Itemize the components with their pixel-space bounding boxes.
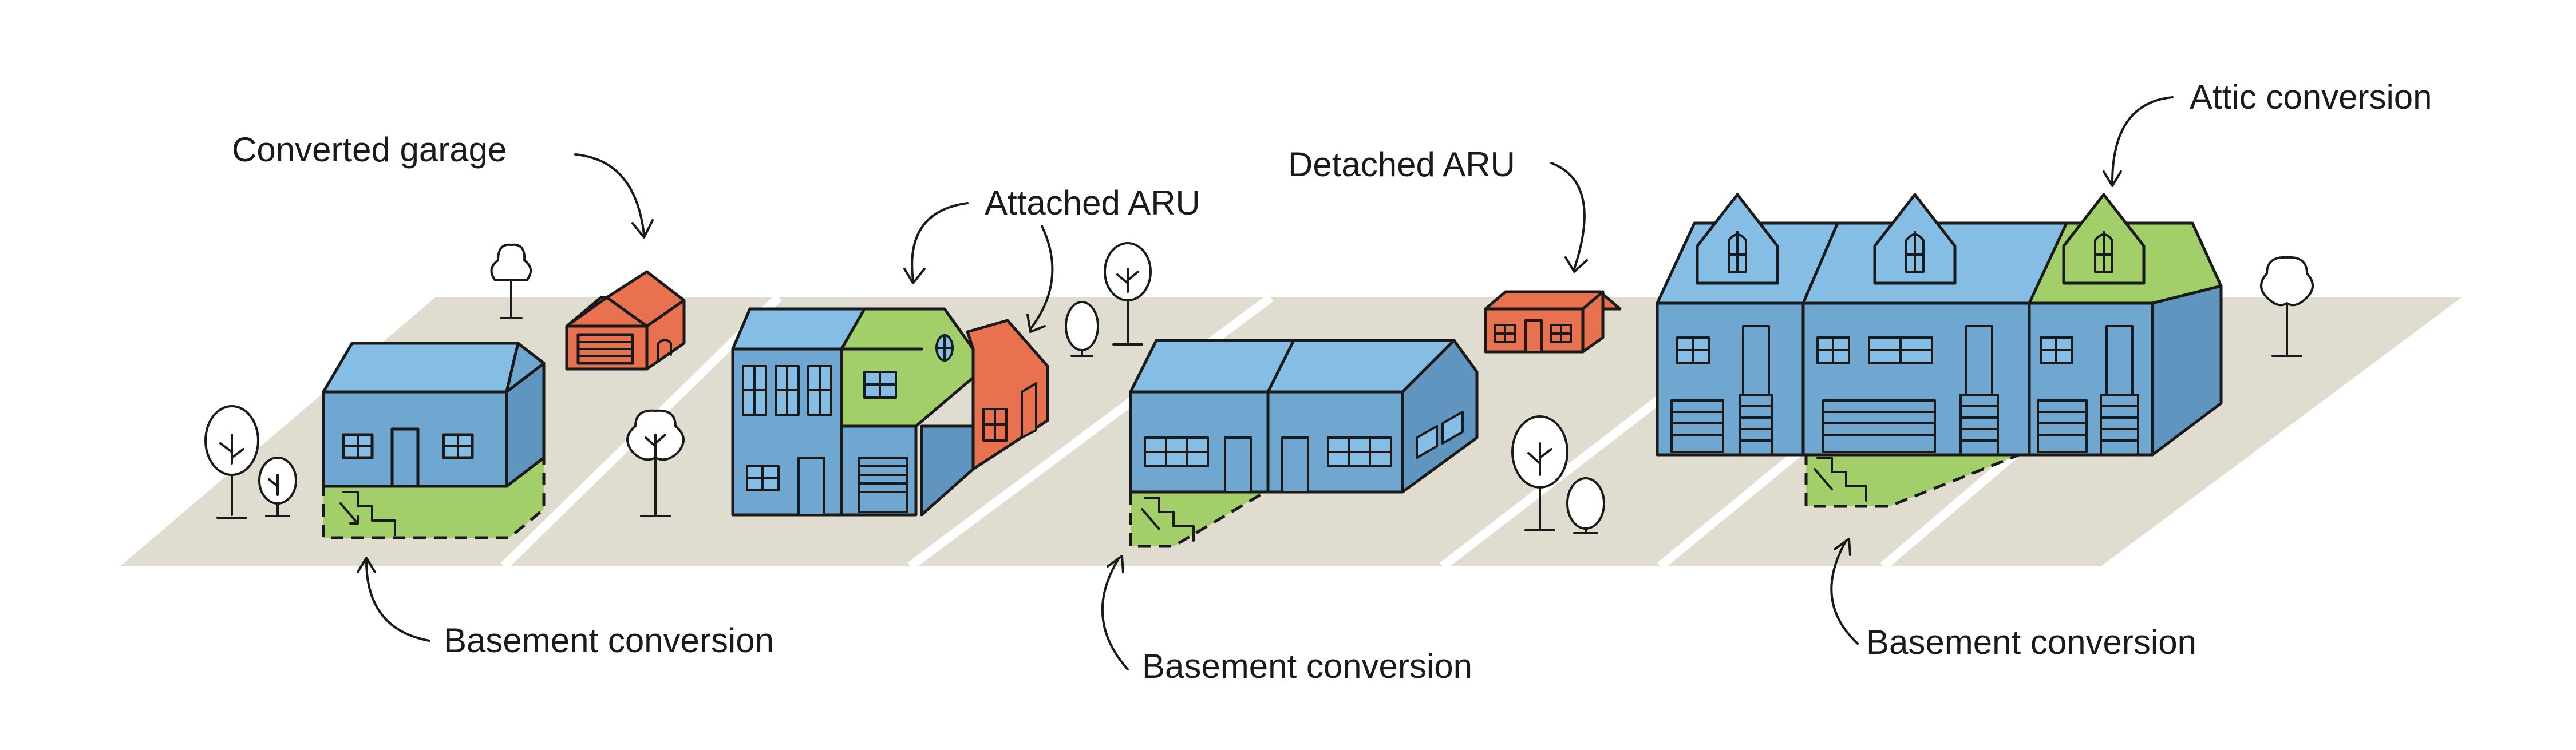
tree-icon [258, 457, 297, 517]
label-basement-conversion-1: Basement conversion [444, 621, 774, 660]
curved-arrow-icon [574, 153, 654, 239]
curved-arrow-icon [357, 557, 430, 642]
curved-arrow-icon [1101, 555, 1129, 670]
curved-arrow-icon [2103, 96, 2174, 187]
label-basement-conversion-3: Basement conversion [1866, 623, 2196, 661]
tree-icon [2260, 256, 2314, 357]
stairs-icon [339, 491, 396, 536]
label-attic-conversion: Attic conversion [2190, 78, 2432, 116]
tree-icon [204, 405, 259, 519]
stairs-icon [1814, 457, 1867, 502]
tree-icon [1065, 301, 1099, 357]
label-converted-garage: Converted garage [232, 130, 507, 169]
label-detached-aru: Detached ARU [1288, 145, 1515, 184]
tree-icon [626, 409, 685, 517]
curved-arrow-icon [903, 202, 1054, 333]
house-3 [1129, 339, 1479, 548]
converted-garage [565, 270, 686, 371]
label-attached-aru: Attached ARU [985, 184, 1200, 222]
tree-icon [1511, 415, 1568, 531]
tree-icon [490, 243, 532, 319]
detached-aru [1484, 290, 1622, 354]
curved-arrow-icon [1550, 162, 1588, 273]
tree-icon [1104, 242, 1152, 346]
curved-arrow-icon [1830, 538, 1859, 645]
basement-green-area [322, 451, 546, 539]
house-4 [1656, 193, 2223, 508]
house-1 [322, 342, 546, 539]
house-2 [731, 307, 1049, 517]
tree-icon [1566, 477, 1605, 534]
stairs-icon [1141, 497, 1195, 542]
label-basement-conversion-2: Basement conversion [1142, 647, 1472, 685]
